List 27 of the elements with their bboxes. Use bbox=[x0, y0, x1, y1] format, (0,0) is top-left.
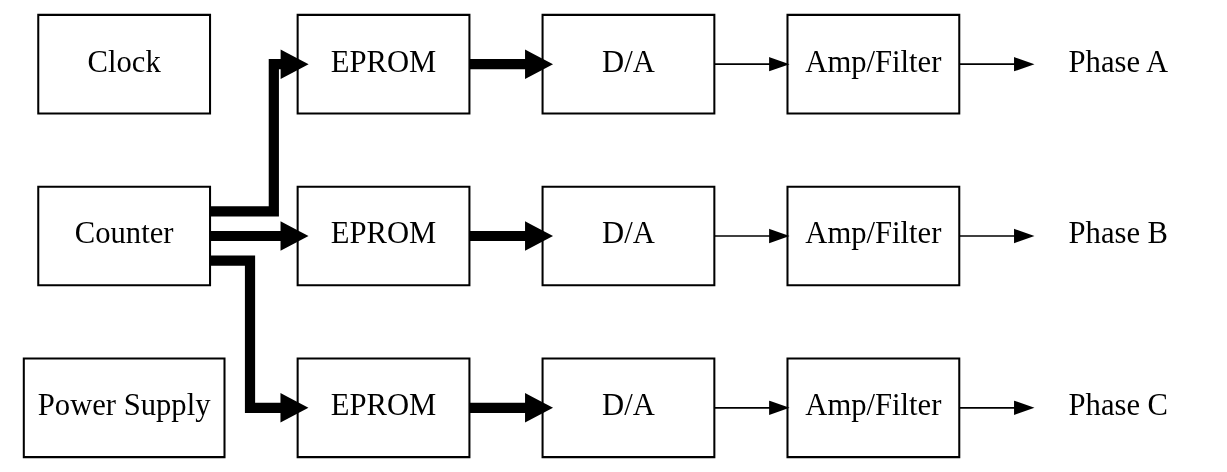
node-box: EPROM bbox=[296, 185, 470, 287]
node-box: Clock bbox=[36, 13, 211, 115]
arrow bbox=[210, 221, 309, 251]
node-box: Amp/Filter bbox=[785, 13, 960, 115]
node-box: Counter bbox=[36, 185, 211, 287]
arrow bbox=[713, 400, 790, 415]
node-box: Amp/Filter bbox=[785, 357, 960, 459]
node-text: Phase B bbox=[1068, 216, 1168, 251]
arrow bbox=[958, 57, 1034, 72]
node-box: EPROM bbox=[296, 13, 470, 115]
node-text: Phase A bbox=[1068, 44, 1168, 79]
arrow bbox=[209, 255, 308, 423]
node-box: Power Supply bbox=[22, 357, 225, 459]
arrow bbox=[958, 400, 1034, 415]
node-box: D/A bbox=[541, 13, 715, 115]
arrow bbox=[469, 49, 553, 79]
arrow bbox=[469, 221, 553, 251]
node-box: EPROM bbox=[296, 357, 470, 459]
arrow bbox=[713, 228, 790, 244]
arrow bbox=[209, 49, 309, 217]
node-box: Amp/Filter bbox=[785, 185, 960, 287]
arrow bbox=[469, 393, 553, 423]
node-text: Phase C bbox=[1068, 388, 1168, 423]
node-box: D/A bbox=[541, 185, 715, 287]
arrow bbox=[958, 228, 1034, 244]
node-box: D/A bbox=[541, 357, 715, 459]
arrow bbox=[713, 57, 790, 72]
